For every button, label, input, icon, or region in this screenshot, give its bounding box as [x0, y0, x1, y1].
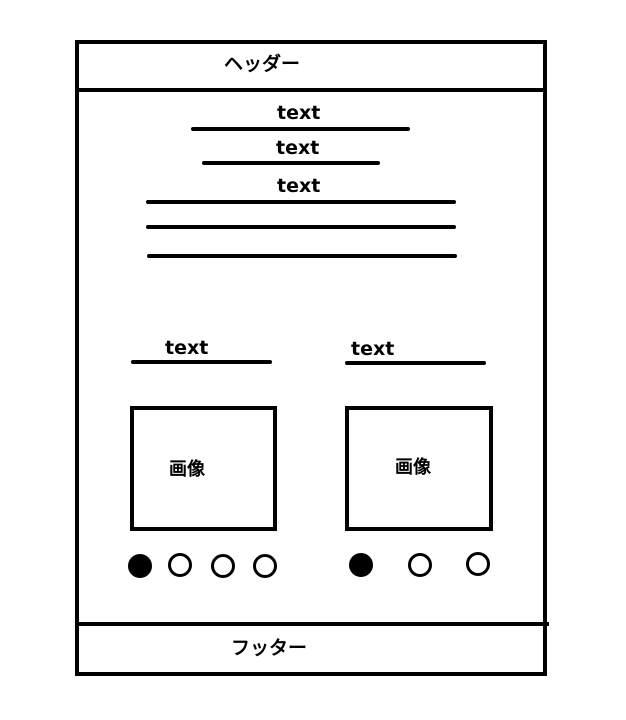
page-frame: [75, 40, 547, 676]
footer-divider: [75, 622, 549, 626]
card-1-image-placeholder: [130, 406, 277, 531]
header-label: ヘッダー: [224, 53, 301, 75]
text-underline-1: [191, 127, 410, 131]
card-2-indicator-dot-1[interactable]: [349, 553, 373, 577]
card-1-image-label: 画像: [169, 459, 205, 480]
footer-label: フッター: [231, 637, 308, 659]
card-1-indicator-dot-1[interactable]: [128, 554, 152, 578]
card-2-image-label: 画像: [395, 457, 431, 478]
card-1-indicator-dot-3[interactable]: [211, 554, 235, 578]
text-line-4: [146, 225, 456, 229]
card-1-underline: [131, 360, 272, 364]
card-2-indicator-dot-3[interactable]: [466, 552, 490, 576]
card-1-title: text: [165, 337, 209, 359]
card-2-underline: [345, 361, 486, 365]
text-line-3: [146, 200, 456, 204]
card-2-indicator-dot-2[interactable]: [408, 553, 432, 577]
card-2-image-placeholder: [345, 406, 493, 531]
card-1-indicator-dot-4[interactable]: [253, 554, 277, 578]
card-1-indicator-dot-2[interactable]: [168, 553, 192, 577]
text-label-2: text: [276, 137, 320, 159]
text-label-1: text: [277, 102, 321, 124]
card-2-title: text: [351, 338, 395, 360]
text-line-5: [147, 254, 457, 258]
header-divider: [75, 88, 547, 92]
text-label-3: text: [277, 175, 321, 197]
text-underline-2: [202, 161, 380, 165]
